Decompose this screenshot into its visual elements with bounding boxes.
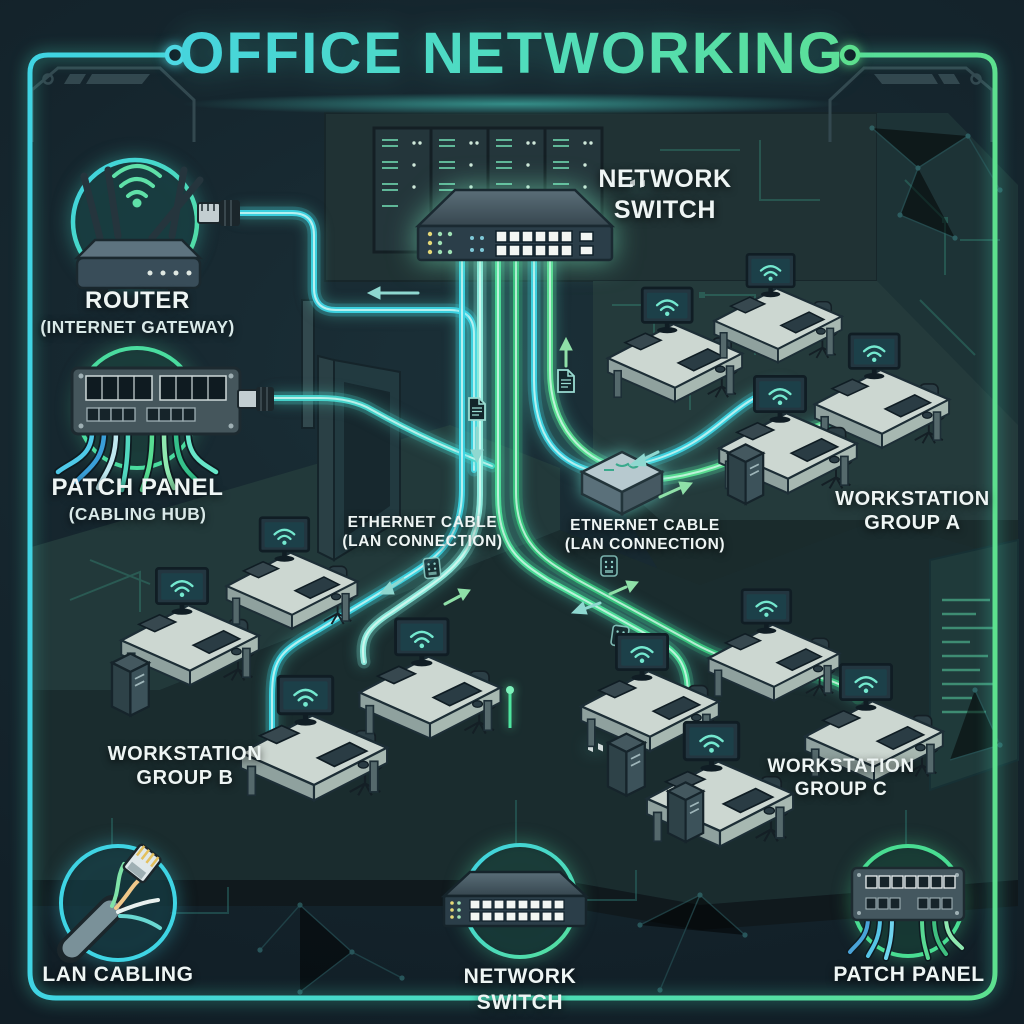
- pc-tower-icon: [110, 652, 150, 717]
- lan-cabling-label: LAN CABLING: [42, 963, 194, 986]
- wall-socket-icon: [600, 555, 618, 577]
- wifi-icon: [112, 164, 162, 198]
- file-transfer-icon: [468, 397, 486, 421]
- page-title: OFFICE NETWORKING: [0, 20, 1024, 87]
- patch-panel-icon: [70, 366, 242, 436]
- ethernet-cable-label-right: ETNERNET CABLE (LAN CONNECTION): [564, 517, 726, 553]
- network-switch-label: NETWORK SWITCH: [598, 165, 732, 224]
- router-label: ROUTER (INTERNET GATEWAY): [40, 287, 235, 338]
- network-switch-icon: [414, 188, 616, 262]
- router-icon: [73, 164, 204, 294]
- workstation-group-a-label: WORKSTATION GROUP A: [835, 488, 990, 535]
- hud-bracket-right: [828, 66, 994, 142]
- constellation-decor: [257, 125, 1003, 995]
- patch-panel-node: [54, 346, 274, 494]
- pc-tower-icon: [606, 732, 646, 797]
- network-switch-bottom-label: NETWORK SWITCH: [463, 965, 577, 1014]
- pc-tower-icon: [726, 443, 765, 505]
- workstation-group-c-label: WORKSTATION GROUP C: [767, 756, 915, 801]
- network-switch-small-icon: [440, 870, 590, 928]
- border-node-icon: [839, 44, 861, 66]
- floor-node-decor: [506, 686, 514, 728]
- patch-panel-badge: [846, 844, 966, 962]
- patch-panel-cables: [54, 428, 220, 494]
- glow-border: [27, 52, 998, 1001]
- patch-panel-label: PATCH PANEL (CABLING HUB): [51, 474, 224, 525]
- patch-panel-small-icon: [850, 866, 966, 922]
- code-screen: [942, 598, 996, 714]
- router-node: [70, 157, 240, 294]
- legend-connector-lines: [111, 800, 907, 914]
- ethernet-cable-label-left: ETHERNET CABLE (LAN CONNECTION): [342, 514, 503, 550]
- wall-socket-icon: [422, 556, 442, 580]
- ethernet-plug-icon: [237, 387, 274, 411]
- file-transfer-icon: [557, 369, 575, 393]
- network-switch-badge: [440, 843, 590, 959]
- lan-cabling-badge: [57, 843, 177, 963]
- flow-arrows: [366, 286, 693, 648]
- patch-panel-bottom-label: PATCH PANEL: [833, 963, 985, 986]
- ethernet-plug-icon: [197, 200, 240, 226]
- border-node-icon: [164, 44, 186, 66]
- title-glow: [182, 93, 842, 115]
- pc-tower-icon: [666, 781, 705, 843]
- lan-cable-icon: [57, 843, 162, 963]
- workstation-group-b-label: WORKSTATION GROUP B: [107, 743, 263, 790]
